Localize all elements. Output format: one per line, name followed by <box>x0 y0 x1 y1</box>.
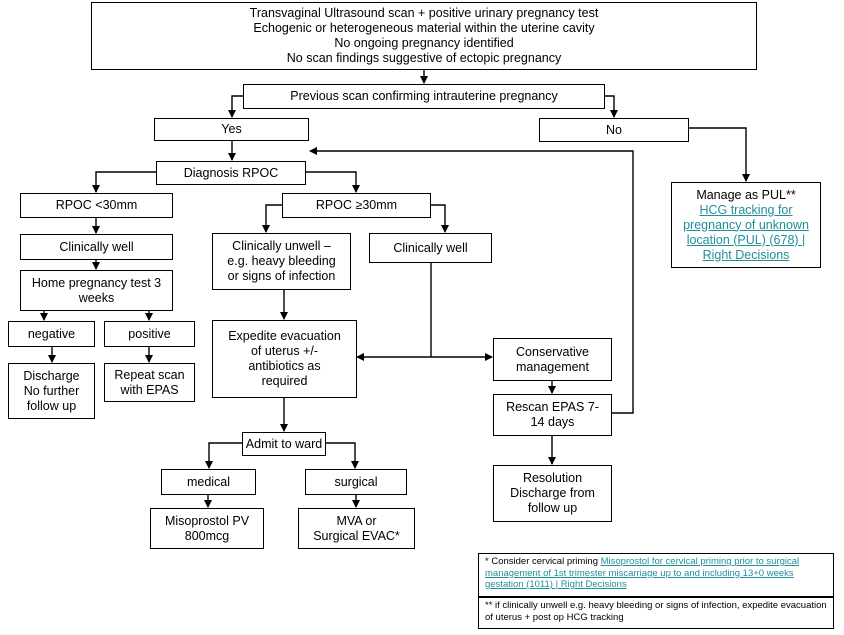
misoprostol-line: 800mcg <box>184 528 230 543</box>
footnote-unwell: ** if clinically unwell e.g. heavy bleed… <box>478 597 834 629</box>
box-yes: Yes <box>154 118 309 141</box>
footnote-1-text: * Consider cervical priming <box>485 556 601 567</box>
discharge-line: follow up <box>26 398 77 413</box>
box-no: No <box>539 118 689 142</box>
top-line: Transvaginal Ultrasound scan + positive … <box>249 6 599 20</box>
box-rescan-epas: Rescan EPAS 7-14 days <box>493 394 612 436</box>
box-previous-scan: Previous scan confirming intrauterine pr… <box>243 84 605 109</box>
clin-unwell-line: or signs of infection <box>227 269 336 283</box>
expedite-line: required <box>261 374 308 388</box>
box-rpoc-under-30: RPOC <30mm <box>20 193 173 218</box>
box-diagnosis-rpoc: Diagnosis RPOC <box>156 161 306 185</box>
manage-pul-link-line[interactable]: Right Decisions <box>702 247 790 262</box>
home-test-line: Home pregnancy test 3 <box>31 275 162 290</box>
link-misoprostol-cervical-priming[interactable]: Misoprostol for cervical priming prior t… <box>485 556 800 590</box>
conservative-line: Conservative <box>516 344 589 359</box>
rescan-line: 14 days <box>530 415 575 429</box>
admit-line: Admit to ward <box>245 436 323 451</box>
diagnosis-line: Diagnosis RPOC <box>183 165 279 180</box>
surgical-line: surgical <box>334 474 378 489</box>
positive-line: positive <box>128 326 171 341</box>
no-line: No <box>606 122 622 137</box>
box-positive: positive <box>104 321 195 347</box>
top-line: Echogenic or heterogeneous material with… <box>253 21 595 35</box>
box-initial-findings: Transvaginal Ultrasound scan + positive … <box>91 2 757 70</box>
clin-well-right-line: Clinically well <box>393 240 468 255</box>
box-admit-to-ward: Admit to ward <box>242 432 326 456</box>
home-test-line: weeks <box>78 290 115 305</box>
manage-pul-line: Manage as PUL** <box>696 187 796 202</box>
rescan-line: Rescan EPAS 7- <box>506 400 599 414</box>
box-negative: negative <box>8 321 95 347</box>
expedite-line: antibiotics as <box>248 359 321 373</box>
resolution-line: Resolution <box>522 471 583 485</box>
clin-unwell-line: e.g. heavy bleeding <box>227 254 336 268</box>
negative-line: negative <box>27 326 76 341</box>
mva-line: MVA or <box>336 513 377 528</box>
box-surgical: surgical <box>305 469 407 495</box>
top-line: No scan findings suggestive of ectopic p… <box>286 51 562 65</box>
expedite-line: of uterus +/- <box>250 344 319 358</box>
yes-line: Yes <box>221 122 242 136</box>
repeat-scan-line: with EPAS <box>120 382 179 397</box>
box-rpoc-30-plus: RPOC ≥30mm <box>282 193 431 218</box>
manage-pul-link-line[interactable]: pregnancy of unknown <box>683 217 809 232</box>
discharge-line: Discharge <box>23 368 80 383</box>
clin-well-left-line: Clinically well <box>59 239 134 254</box>
misoprostol-line: Misoprostol PV <box>164 513 250 528</box>
conservative-line: management <box>516 359 589 374</box>
resolution-line: Discharge from <box>510 486 595 500</box>
box-clinically-well-left: Clinically well <box>20 234 173 260</box>
footnote-cervical-priming: * Consider cervical priming Misoprostol … <box>478 553 834 597</box>
repeat-scan-line: Repeat scan <box>114 367 185 382</box>
box-clinically-well-right: Clinically well <box>369 233 492 263</box>
footnote-2-text: ** if clinically unwell e.g. heavy bleed… <box>485 600 827 623</box>
box-medical: medical <box>161 469 256 495</box>
clin-unwell-line: Clinically unwell – <box>232 239 331 253</box>
discharge-line: No further <box>23 383 80 398</box>
manage-pul-link-line[interactable]: location (PUL) (678) | <box>686 232 806 247</box>
top-line: No ongoing pregnancy identified <box>334 36 514 50</box>
medical-line: medical <box>186 474 231 489</box>
rpoc-ge30-line: RPOC ≥30mm <box>315 198 398 212</box>
resolution-line: follow up <box>527 501 578 515</box>
mva-line: Surgical EVAC* <box>313 528 400 543</box>
manage-pul-link-line[interactable]: HCG tracking for <box>699 202 793 217</box>
rpoc-lt30-line: RPOC <30mm <box>55 198 138 212</box>
previous-scan-line: Previous scan confirming intrauterine pr… <box>290 89 558 103</box>
expedite-line: Expedite evacuation <box>228 329 341 343</box>
